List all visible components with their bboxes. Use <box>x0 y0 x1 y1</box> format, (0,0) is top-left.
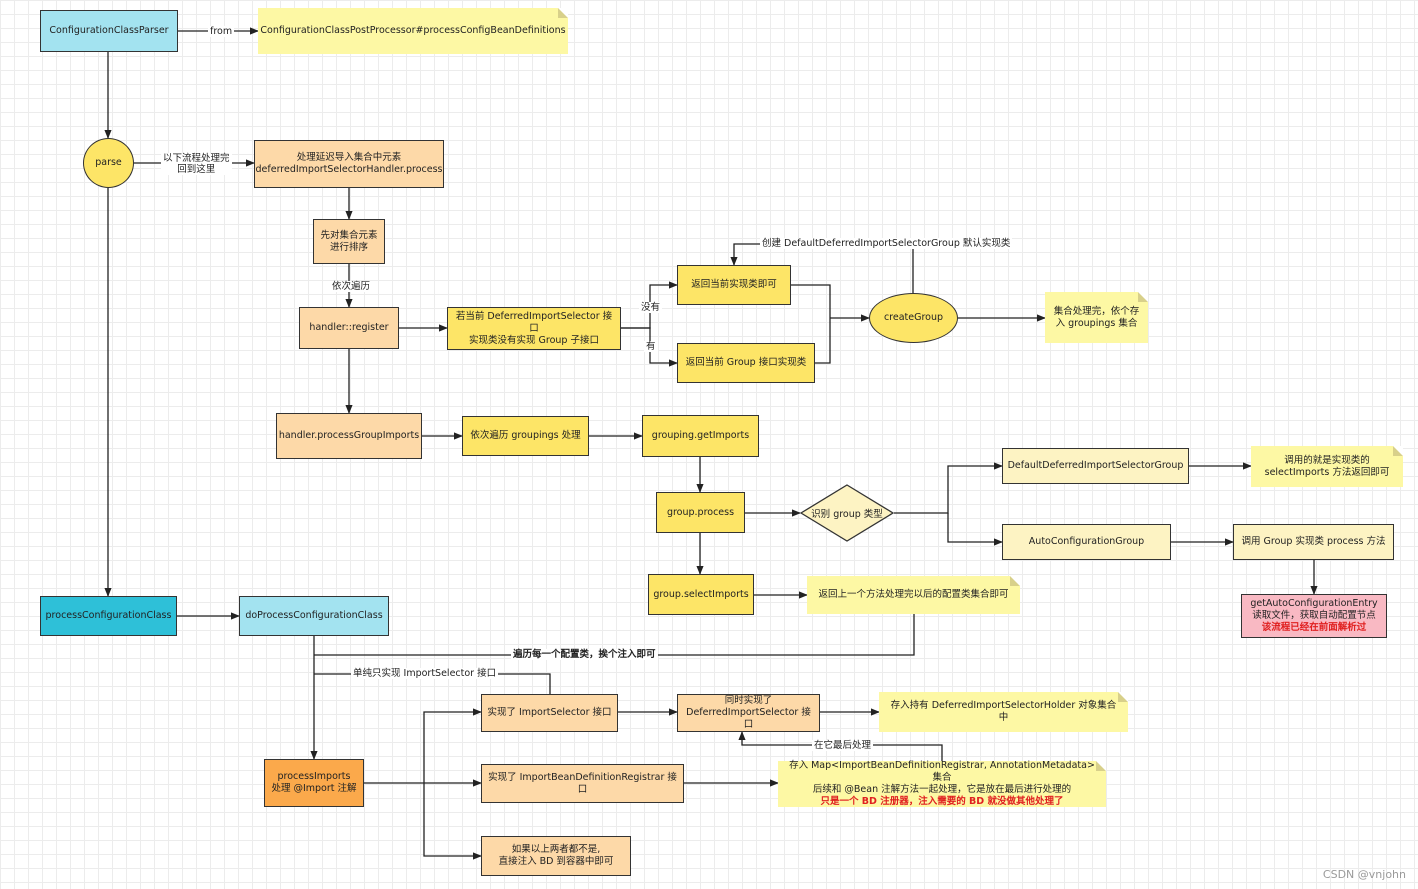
edge-return-impl-to-merge <box>791 284 831 364</box>
return-configs-note-text: 返回上一个方法处理完以后的配置类集合即可 <box>818 589 1009 600</box>
handler-register-label: handler::register <box>309 322 389 333</box>
call-group-process-label: 调用 Group 实现类 process 方法 <box>1241 536 1386 547</box>
identify-group-diamond <box>800 484 894 542</box>
iterate-groupings-box: 依次遍历 groupings 处理 <box>462 416 589 456</box>
edge-label-no: 没有 <box>639 302 663 313</box>
identify-group-label: 识别 group 类型 <box>811 509 883 520</box>
process-config-class-box: processConfigurationClass <box>40 596 177 636</box>
group-process-box: group.process <box>656 492 745 533</box>
edge-label-iterate-each: 遍历每一个配置类，挨个注入即可 <box>511 649 658 660</box>
edge-imports-to-selector <box>423 708 482 783</box>
post-processor-note: ConfigurationClassPostProcessor#processC… <box>258 8 568 54</box>
return-group-impl-label: 返回当前 Group 接口实现类 <box>685 357 807 368</box>
auto-config-group-box: AutoConfigurationGroup <box>1002 524 1171 560</box>
groupings-note: 集合处理完，依个存 入 groupings 集合 <box>1045 292 1148 343</box>
parse-node: parse <box>83 138 134 188</box>
registrar-note: 存入 Map<ImportBeanDefinitionRegistrar, An… <box>778 760 1106 807</box>
edge-label-return-here: 以下流程处理完 回到这里 <box>161 153 232 175</box>
do-process-config-class-label: doProcessConfigurationClass <box>245 610 383 621</box>
group-check-label: 若当前 DeferredImportSelector 接口 实现类没有实现 Gr… <box>455 310 613 346</box>
process-imports-box: processImports 处理 @Import 注解 <box>264 759 364 807</box>
return-impl-label: 返回当前实现类即可 <box>691 279 777 290</box>
return-configs-note: 返回上一个方法处理完以后的配置类集合即可 <box>807 576 1020 614</box>
group-select-imports-box: group.selectImports <box>648 574 754 615</box>
holder-note: 存入持有 DeferredImportSelectorHolder 对象集合中 <box>879 692 1128 732</box>
call-group-process-box: 调用 Group 实现类 process 方法 <box>1233 524 1394 560</box>
config-class-parser-label: ConfigurationClassParser <box>49 25 169 36</box>
edge-label-yes: 有 <box>644 341 658 352</box>
also-deferred-box: 同时实现了 DeferredImportSelector 接口 <box>677 694 820 732</box>
neither-box: 如果以上两者都不是, 直接注入 BD 到容器中即可 <box>481 836 631 876</box>
edge-label-handle-last: 在它最后处理 <box>812 740 874 751</box>
auto-config-group-label: AutoConfigurationGroup <box>1028 536 1145 547</box>
edge-label-from: from <box>208 26 235 37</box>
deferred-handler-box: 处理延迟导入集合中元素 deferredImportSelectorHandle… <box>254 140 444 188</box>
holder-note-text: 存入持有 DeferredImportSelectorHolder 对象集合中 <box>890 700 1117 723</box>
post-processor-note-text: ConfigurationClassPostProcessor#processC… <box>260 25 566 36</box>
edge-label-iterate: 依次遍历 <box>330 281 373 292</box>
get-auto-entry-box: getAutoConfigurationEntry 读取文件，获取自动配置节点 … <box>1241 594 1387 638</box>
impl-import-selector-label: 实现了 ImportSelector 接口 <box>487 707 612 718</box>
also-deferred-label: 同时实现了 DeferredImportSelector 接口 <box>686 695 811 730</box>
impl-import-selector-box: 实现了 ImportSelector 接口 <box>481 694 618 732</box>
registrar-note-red-text: 只是一个 BD 注册器，注入需要的 BD 就没做其他处理了 <box>820 796 1064 807</box>
get-auto-entry-red-label: 该流程已经在前面解析过 <box>1261 622 1367 633</box>
edge-label-create-default: 创建 DefaultDeferredImportSelectorGroup 默认… <box>760 238 1013 249</box>
handler-register-box: handler::register <box>299 307 399 349</box>
groupings-note-text: 集合处理完，依个存 入 groupings 集合 <box>1053 305 1140 329</box>
default-group-note-text: 调用的就是实现类的 selectImports 方法返回即可 <box>1264 454 1390 478</box>
sort-first-box: 先对集合元素 进行排序 <box>313 219 385 264</box>
registrar-note-text: 存入 Map<ImportBeanDefinitionRegistrar, An… <box>789 760 1095 795</box>
grouping-get-imports-box: grouping.getImports <box>642 415 759 457</box>
sort-first-label: 先对集合元素 进行排序 <box>320 229 378 253</box>
create-group-label: createGroup <box>883 312 944 323</box>
create-group-node: createGroup <box>869 293 958 343</box>
parse-label: parse <box>95 157 122 168</box>
process-config-class-label: processConfigurationClass <box>45 610 172 621</box>
edge-label-only-import-selector: 单纯只实现 ImportSelector 接口 <box>351 668 499 679</box>
iterate-groupings-label: 依次遍历 groupings 处理 <box>470 430 581 441</box>
deferred-handler-label: 处理延迟导入集合中元素 deferredImportSelectorHandle… <box>255 152 443 175</box>
group-process-label: group.process <box>666 506 735 518</box>
impl-registrar-box: 实现了 ImportBeanDefinitionRegistrar 接口 <box>481 764 684 803</box>
do-process-config-class-box: doProcessConfigurationClass <box>239 596 389 636</box>
process-group-imports-label: handler.processGroupImports <box>278 430 420 441</box>
process-group-imports-box: handler.processGroupImports <box>276 413 422 459</box>
default-group-box: DefaultDeferredImportSelectorGroup <box>1002 448 1189 484</box>
neither-label: 如果以上两者都不是, 直接注入 BD 到容器中即可 <box>498 844 614 867</box>
get-auto-entry-label: getAutoConfigurationEntry 读取文件，获取自动配置节点 <box>1250 598 1378 621</box>
impl-registrar-label: 实现了 ImportBeanDefinitionRegistrar 接口 <box>488 771 677 795</box>
edge-identify-to-auto <box>947 513 1003 546</box>
edge-imports-to-neither <box>423 783 482 860</box>
config-class-parser-box: ConfigurationClassParser <box>40 10 178 52</box>
return-group-impl-box: 返回当前 Group 接口实现类 <box>677 343 815 383</box>
process-imports-label: processImports 处理 @Import 注解 <box>271 771 357 794</box>
watermark: CSDN @vnjohn <box>1322 868 1406 881</box>
edge-identify-to-default <box>894 462 1003 514</box>
default-group-note: 调用的就是实现类的 selectImports 方法返回即可 <box>1251 446 1403 487</box>
default-group-label: DefaultDeferredImportSelectorGroup <box>1007 460 1184 471</box>
group-select-imports-label: group.selectImports <box>653 588 749 600</box>
grouping-get-imports-label: grouping.getImports <box>651 430 750 441</box>
return-impl-box: 返回当前实现类即可 <box>677 265 791 305</box>
group-check-box: 若当前 DeferredImportSelector 接口 实现类没有实现 Gr… <box>447 307 621 350</box>
